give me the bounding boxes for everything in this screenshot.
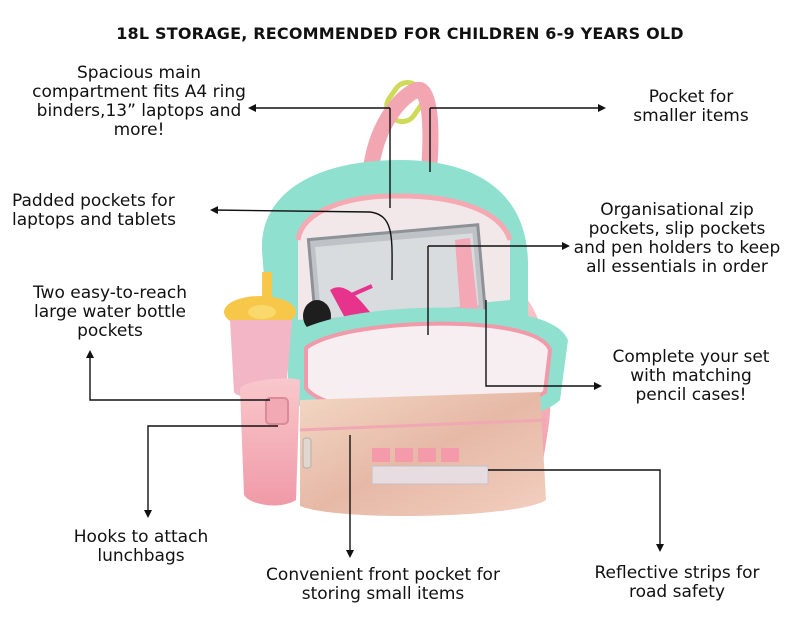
zipper-pull	[302, 437, 312, 469]
annotation-arrows	[86, 104, 664, 558]
webbing-loops	[372, 448, 459, 462]
callout-front-pocket: Convenient front pocket for storing smal…	[266, 565, 500, 604]
callout-zip-pockets: Organisational zip pockets, slip pockets…	[573, 200, 781, 277]
callout-small-pocket: Pocket for smaller items	[633, 87, 749, 126]
water-bottle	[224, 272, 296, 398]
callout-reflective: Reflective strips for road safety	[594, 563, 760, 602]
callout-pencil-cases: Complete your set with matching pencil c…	[612, 347, 770, 405]
callout-main-compartment: Spacious main compartment fits A4 ring b…	[32, 63, 246, 140]
callout-hooks: Hooks to attach lunchbags	[73, 527, 209, 566]
reflective-strip	[371, 465, 489, 485]
callout-bottle-pockets: Two easy-to-reach large water bottle poc…	[32, 283, 188, 341]
hook	[265, 397, 289, 425]
callout-padded-pockets: Padded pockets for laptops and tablets	[12, 191, 177, 230]
header-title: 18L STORAGE, RECOMMENDED FOR CHILDREN 6-…	[116, 24, 684, 43]
